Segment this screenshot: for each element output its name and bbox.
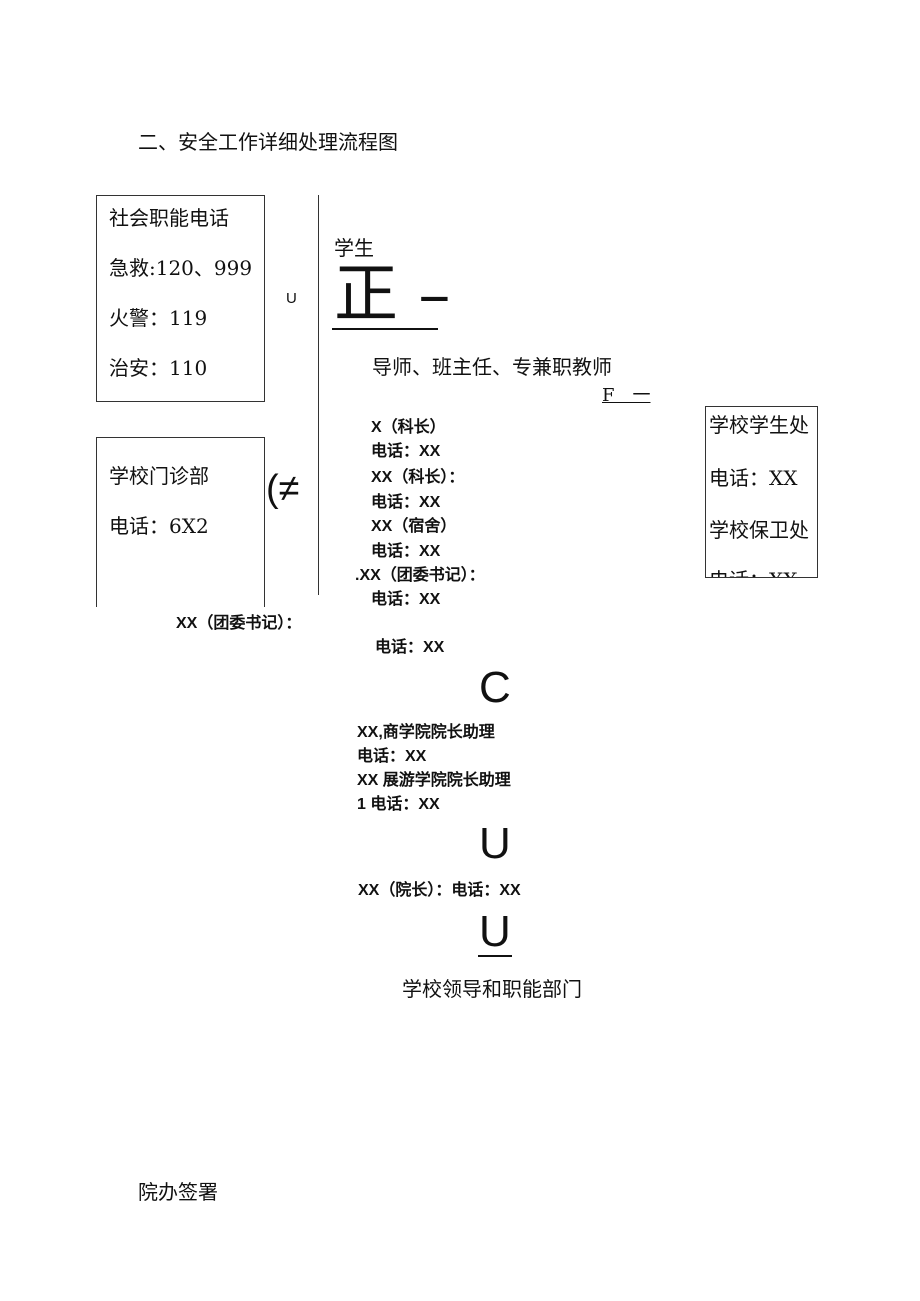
contact-line: XX（科长）： — [371, 469, 465, 486]
student-label: 学生 — [334, 236, 374, 260]
f-mark: F 一 — [602, 385, 651, 406]
security-title: 学校保卫处 — [709, 518, 809, 542]
stray-not-equal-glyph: (≠ — [266, 468, 300, 510]
clinic-phone: 电话：6X2 — [109, 514, 209, 538]
school-leaders-label: 学校领导和职能部门 — [402, 977, 582, 1001]
page-heading: 二、安全工作详细处理流程图 — [138, 130, 398, 154]
emergency-phone: 急救:120、999 — [109, 256, 253, 280]
student-affairs-title: 学校学生处 — [709, 413, 809, 437]
flow-arrow-c: C — [479, 663, 511, 712]
youth-league-secretary: XX（团委书记）： — [176, 615, 302, 632]
clinic-title: 学校门诊部 — [109, 464, 209, 488]
assistant-line: XX 展游学院院长助理 — [357, 772, 511, 789]
contact-line: 电话：XX — [371, 494, 441, 511]
assistant-line: 电话：XX — [357, 748, 427, 765]
contact-line: 电话：XX — [371, 591, 441, 608]
assistant-line: XX,商学院院长助理 — [357, 724, 495, 741]
social-phone-box: 社会职能电话 急救:120、999 火警：119 治安：110 — [96, 195, 265, 402]
stray-u-glyph: U — [286, 290, 297, 307]
contact-line: X（科长） — [371, 419, 446, 436]
arrow-u-2-underline — [478, 955, 512, 957]
security-phone: 电话：XX — [709, 564, 797, 577]
student-underline — [332, 328, 438, 330]
vertical-divider — [318, 195, 319, 595]
clinic-box: 学校门诊部 电话：6X2 — [96, 437, 265, 607]
social-box-title: 社会职能电话 — [109, 206, 229, 230]
teachers-label: 导师、班主任、专兼职教师 — [372, 355, 612, 379]
dean-line: XX（院长）：电话：XX — [358, 882, 521, 899]
assistant-line: 1 电话：XX — [357, 796, 440, 813]
student-affairs-phone: 电话：XX — [709, 466, 798, 490]
contact-line: XX（宿舍） — [371, 518, 457, 535]
flow-arrow-u-1: U — [479, 819, 511, 868]
signature-label: 院办签署 — [138, 1180, 218, 1204]
fire-phone: 火警：119 — [109, 306, 208, 330]
flow-arrow-u-2: U — [479, 907, 511, 956]
police-phone: 治安：110 — [109, 356, 208, 380]
contact-line: .XX（团委书记）： — [355, 567, 485, 584]
contact-line: 电话：XX — [371, 443, 441, 460]
contact-line: 电话：XX — [371, 543, 441, 560]
student-affairs-box: 学校学生处 电话：XX 学校保卫处 电话：XX — [705, 406, 818, 578]
student-glyph: 正 – — [334, 258, 451, 332]
youth-league-phone: 电话：XX — [375, 639, 445, 656]
